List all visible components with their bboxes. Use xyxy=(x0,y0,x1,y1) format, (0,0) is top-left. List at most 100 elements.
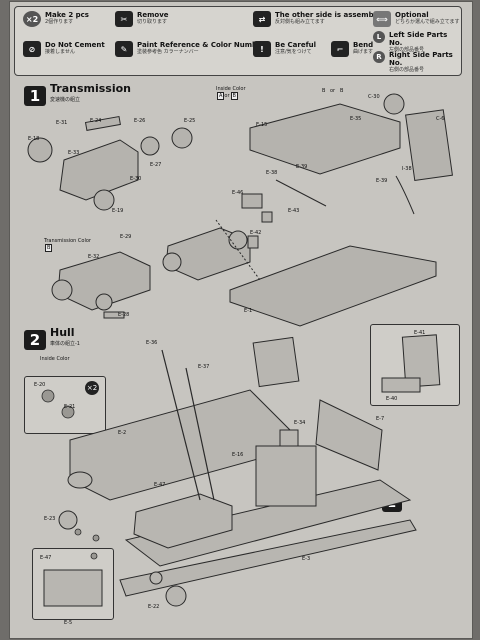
engine-assembly xyxy=(133,493,233,549)
step1-subtitle: 変速機の組立 xyxy=(50,97,81,103)
legend-other-side-title: The other side is assembled. xyxy=(275,11,389,19)
right-side-icon: R xyxy=(373,51,385,63)
step1-part-label: E-32 xyxy=(88,254,100,260)
step1-part-label: E-28 xyxy=(118,312,130,318)
step1-part-label: E-30 xyxy=(130,176,142,182)
step1-part-label: E-24 xyxy=(90,118,102,124)
step1-part-label: E-1 xyxy=(244,308,253,314)
step1-transmission-color: Transmission Color B xyxy=(44,238,91,252)
step2-part-label: E-47 xyxy=(154,482,166,488)
legend-bend-sub: 曲げます xyxy=(353,49,374,55)
step1-part-label: E-35 xyxy=(350,116,362,122)
transmission-color-b-box: B xyxy=(45,244,53,252)
step1-part-label: E-15 xyxy=(256,122,268,128)
step1-part-label: E-26 xyxy=(134,118,146,124)
hull-floor xyxy=(229,245,437,327)
gear-subassembly-panel: ×2 xyxy=(24,376,106,434)
legend-careful-title: Be Careful xyxy=(275,41,317,49)
ammo-box-3 xyxy=(247,235,259,249)
double-arrow-icon: ⟺ xyxy=(373,11,391,27)
make-two-icon: ×2 xyxy=(85,381,99,395)
step2-subtitle: 車体の組立-1 xyxy=(50,341,80,347)
bracket-part xyxy=(43,569,103,607)
step1-part-label: E-46 xyxy=(232,190,244,196)
step1-part-label: E-29 xyxy=(120,234,132,240)
color-or: or xyxy=(224,93,230,99)
step2-title: Hull xyxy=(50,326,75,339)
step2-part-label: E-20 xyxy=(34,382,46,388)
mirror-icon: ⇄ xyxy=(253,11,271,27)
warning-icon: ! xyxy=(253,41,271,57)
step1-part-label: or xyxy=(330,88,336,94)
top-plate xyxy=(84,116,121,131)
step2-part-label: E-21 xyxy=(64,404,76,410)
step1-part-label: E-31 xyxy=(56,120,68,126)
transmission-housing xyxy=(59,139,139,201)
left-side-icon: L xyxy=(373,31,385,43)
legend-remove-title: Remove xyxy=(137,11,169,19)
legend-bend-title: Bend xyxy=(353,41,374,49)
legend-no-cement-title: Do Not Cement xyxy=(45,41,105,49)
no-cement-icon: ⊘ xyxy=(23,41,41,57)
legend-left-side-sub: 左側の部品番号 xyxy=(389,47,425,53)
legend-optional-sub: どちらか選んで組み立てます xyxy=(395,19,460,25)
legend-right-side: R Right Side Parts No.右側の部品番号 xyxy=(373,51,461,73)
step2-part-label: E-22 xyxy=(148,604,160,610)
legend-paint-ref-title: Paint Reference & Color Number xyxy=(137,41,266,49)
step1-part-label: E-39 xyxy=(296,164,308,170)
driver-seat xyxy=(252,336,300,388)
step1-number: 1 xyxy=(24,86,46,106)
color-a-box: A xyxy=(217,92,225,100)
legend-left-side: L Left Side Parts No.左側の部品番号 xyxy=(373,31,461,53)
color-b-box: B xyxy=(230,92,238,100)
step1-part-label: E-18 xyxy=(28,136,40,142)
step1-part-label: C-30 xyxy=(368,94,380,100)
transmission-color-label: Transmission Color xyxy=(44,238,91,244)
step2-inside-color-label: Inside Color xyxy=(40,356,70,362)
step2-part-label: E-37 xyxy=(198,364,210,370)
legend-no-cement-sub: 接着しません xyxy=(45,49,75,55)
step1-part-label: E-33 xyxy=(68,150,80,156)
step2-part-label: E-3 xyxy=(302,556,311,562)
legend-paint-ref-sub: 塗装参考色 カラーナンバー xyxy=(137,49,199,55)
step2-part-label: E-40 xyxy=(386,396,398,402)
step2-part-label: E-16 xyxy=(232,452,244,458)
rear-panel xyxy=(405,109,453,182)
hull-front-plate xyxy=(315,399,383,471)
step2-part-label: E-36 xyxy=(146,340,158,346)
scissors-icon: ✂ xyxy=(115,11,133,27)
ammo-box-1 xyxy=(241,193,263,209)
legend-remove-sub: 切り取ります xyxy=(137,19,168,25)
step1-title: Transmission xyxy=(50,82,132,95)
step2-inside-color: Inside Color xyxy=(40,356,70,362)
step2-part-label: E-23 xyxy=(44,516,56,522)
step2-part-label: E-47 xyxy=(40,555,52,561)
step1-part-label: C-6 xyxy=(436,116,445,122)
ammo-box-2 xyxy=(261,211,273,223)
step1-part-label: E-27 xyxy=(150,162,162,168)
step1-part-label: I-38 xyxy=(402,166,412,172)
make-two-icon: ×2 xyxy=(23,11,41,27)
step1-part-label: E-19 xyxy=(112,208,124,214)
inside-color-label: Inside Color xyxy=(216,86,246,92)
step1-part-label: B xyxy=(322,88,326,94)
drive-gear xyxy=(27,137,53,163)
step2-part-label: E-7 xyxy=(376,416,385,422)
legend-left-side-title: Left Side Parts No. xyxy=(389,31,448,47)
legend-right-side-title: Right Side Parts No. xyxy=(389,51,453,67)
step2-part-label: E-34 xyxy=(294,420,306,426)
legend-careful-sub: 注意/気をつけて xyxy=(275,49,312,55)
step2-part-label: E-41 xyxy=(414,330,426,336)
legend-optional-title: Optional xyxy=(395,11,429,19)
legend-other-side: ⇄ The other side is assembled.反対側も組み立てます xyxy=(253,11,388,27)
legend-right-side-sub: 右側の部品番号 xyxy=(389,67,425,73)
